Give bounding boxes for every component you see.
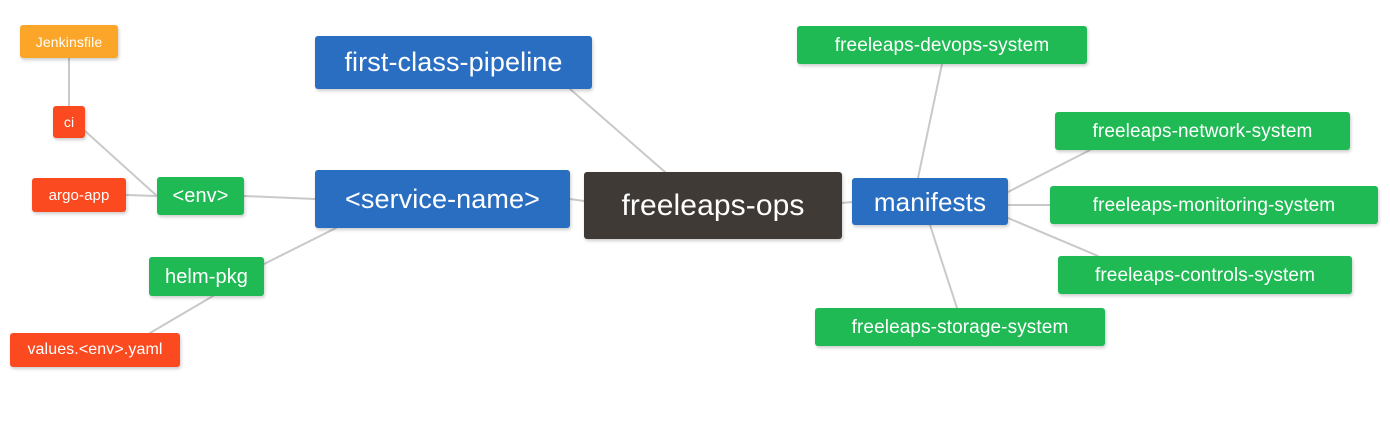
mindmap-node-jenkinsfile[interactable]: Jenkinsfile xyxy=(20,25,118,58)
edge-values-yaml-to-helm-pkg xyxy=(149,295,214,334)
edge-manifests-to-devops-system xyxy=(917,63,943,179)
mindmap-node-network-system[interactable]: freeleaps-network-system xyxy=(1055,112,1350,150)
edge-argo-app-to-env xyxy=(125,194,158,197)
edge-env-to-service-name xyxy=(243,195,316,200)
mindmap-node-ci[interactable]: ci xyxy=(53,106,85,138)
mindmap-node-storage-system[interactable]: freeleaps-storage-system xyxy=(815,308,1105,346)
mindmap-node-argo-app[interactable]: argo-app xyxy=(32,178,126,212)
edge-manifests-to-storage-system xyxy=(929,224,958,309)
mindmap-node-controls-system[interactable]: freeleaps-controls-system xyxy=(1058,256,1352,294)
mindmap-node-env[interactable]: <env> xyxy=(157,177,244,215)
mindmap-node-manifests[interactable]: manifests xyxy=(852,178,1008,225)
mindmap-node-first-class-pipeline[interactable]: first-class-pipeline xyxy=(315,36,592,89)
edge-service-name-to-freeleaps-ops xyxy=(569,198,585,202)
mindmap-node-monitoring-system[interactable]: freeleaps-monitoring-system xyxy=(1050,186,1378,224)
mindmap-node-service-name[interactable]: <service-name> xyxy=(315,170,570,228)
mindmap-node-freeleaps-ops[interactable]: freeleaps-ops xyxy=(584,172,842,239)
edge-freeleaps-ops-to-manifests xyxy=(841,201,853,204)
mindmap-node-devops-system[interactable]: freeleaps-devops-system xyxy=(797,26,1087,64)
mindmap-node-helm-pkg[interactable]: helm-pkg xyxy=(149,257,264,296)
mindmap-node-values-yaml[interactable]: values.<env>.yaml xyxy=(10,333,180,367)
edge-helm-pkg-to-service-name xyxy=(263,227,337,265)
edge-first-class-pipeline-to-freeleaps-ops xyxy=(569,88,666,173)
